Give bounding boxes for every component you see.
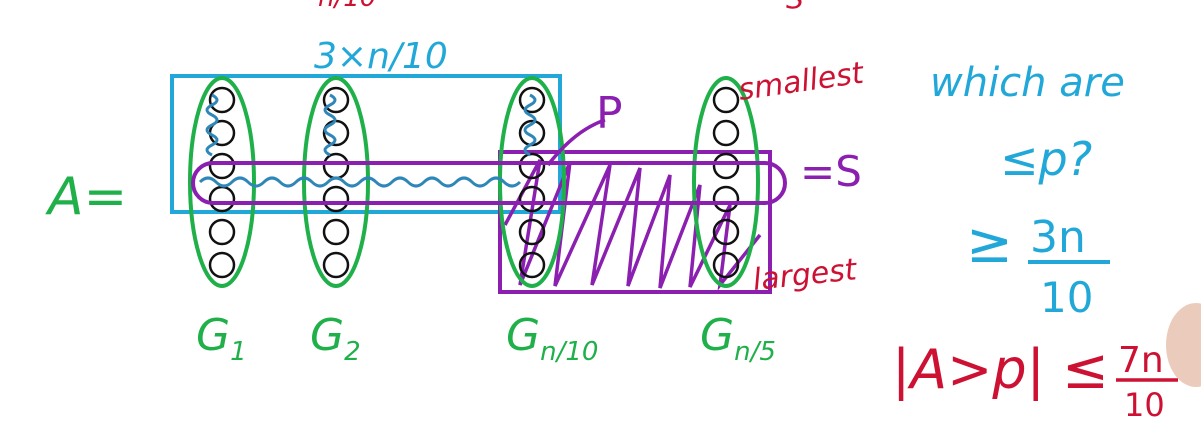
groups-layer: G1 G2 Gn/10 Gn/5 (188, 76, 776, 367)
group-outline (188, 76, 256, 288)
group-label: Gn/5 (700, 310, 776, 367)
group-label: G2 (310, 310, 361, 367)
element-circle (322, 152, 350, 180)
element-circle (208, 152, 236, 180)
element-circle (322, 86, 350, 114)
group-size-annotation: 3×n/10 (314, 36, 448, 77)
purple-hatched-region (498, 150, 772, 294)
smallest-label: smallest (736, 56, 867, 108)
group-outline (302, 76, 370, 288)
ineq-denominator: 10 (1124, 386, 1165, 424)
element-circle (712, 86, 740, 114)
group-outline (692, 76, 760, 288)
element-circle (518, 185, 546, 213)
group-4: Gn/5 (692, 76, 776, 367)
bound-geq-symbol: ≥ (966, 211, 1013, 276)
group-label: Gn/10 (506, 310, 598, 367)
element-circle (712, 119, 740, 147)
element-circle (322, 251, 350, 279)
presenter-hand (1166, 303, 1201, 387)
element-circle (518, 218, 546, 246)
pivot-pointer: P (546, 88, 623, 167)
element-circle (208, 218, 236, 246)
element-circle (712, 251, 740, 279)
ineq-operator: ≤ (1062, 337, 1109, 402)
element-circle (712, 152, 740, 180)
group-label: G1 (196, 310, 247, 367)
top-cut-text-right: S (786, 0, 804, 15)
element-circle (208, 251, 236, 279)
a-equals-label: A= (45, 167, 127, 227)
purple-median-band (191, 161, 787, 205)
bound-denominator: 10 (1040, 273, 1093, 322)
question-line-2: ≤p? (1000, 132, 1092, 186)
group-label-subscript: n/5 (734, 337, 776, 367)
bound-numerator: 3n (1030, 212, 1086, 263)
group-label-subscript: 1 (230, 337, 247, 367)
group-1: G1 (188, 76, 256, 367)
element-circle (322, 218, 350, 246)
element-circle (712, 185, 740, 213)
ineq-numerator: 7n (1118, 340, 1164, 381)
element-circle (712, 218, 740, 246)
group-label-subscript: 2 (344, 337, 361, 367)
group-outline (498, 76, 566, 288)
group-label-subscript: n/10 (540, 337, 598, 367)
element-circle (518, 86, 546, 114)
blue-hatching (198, 93, 537, 188)
element-circle (518, 251, 546, 279)
element-circle (518, 152, 546, 180)
pivot-label: P (596, 88, 623, 139)
top-cut-text-left: n/10 (318, 0, 376, 13)
ineq-left: |A>p| (892, 338, 1045, 401)
element-circle (208, 185, 236, 213)
largest-label: largest (751, 252, 859, 298)
element-circle (322, 185, 350, 213)
element-circle (208, 86, 236, 114)
question-line-1: which are (930, 60, 1125, 106)
s-equals-label: =S (800, 147, 862, 196)
